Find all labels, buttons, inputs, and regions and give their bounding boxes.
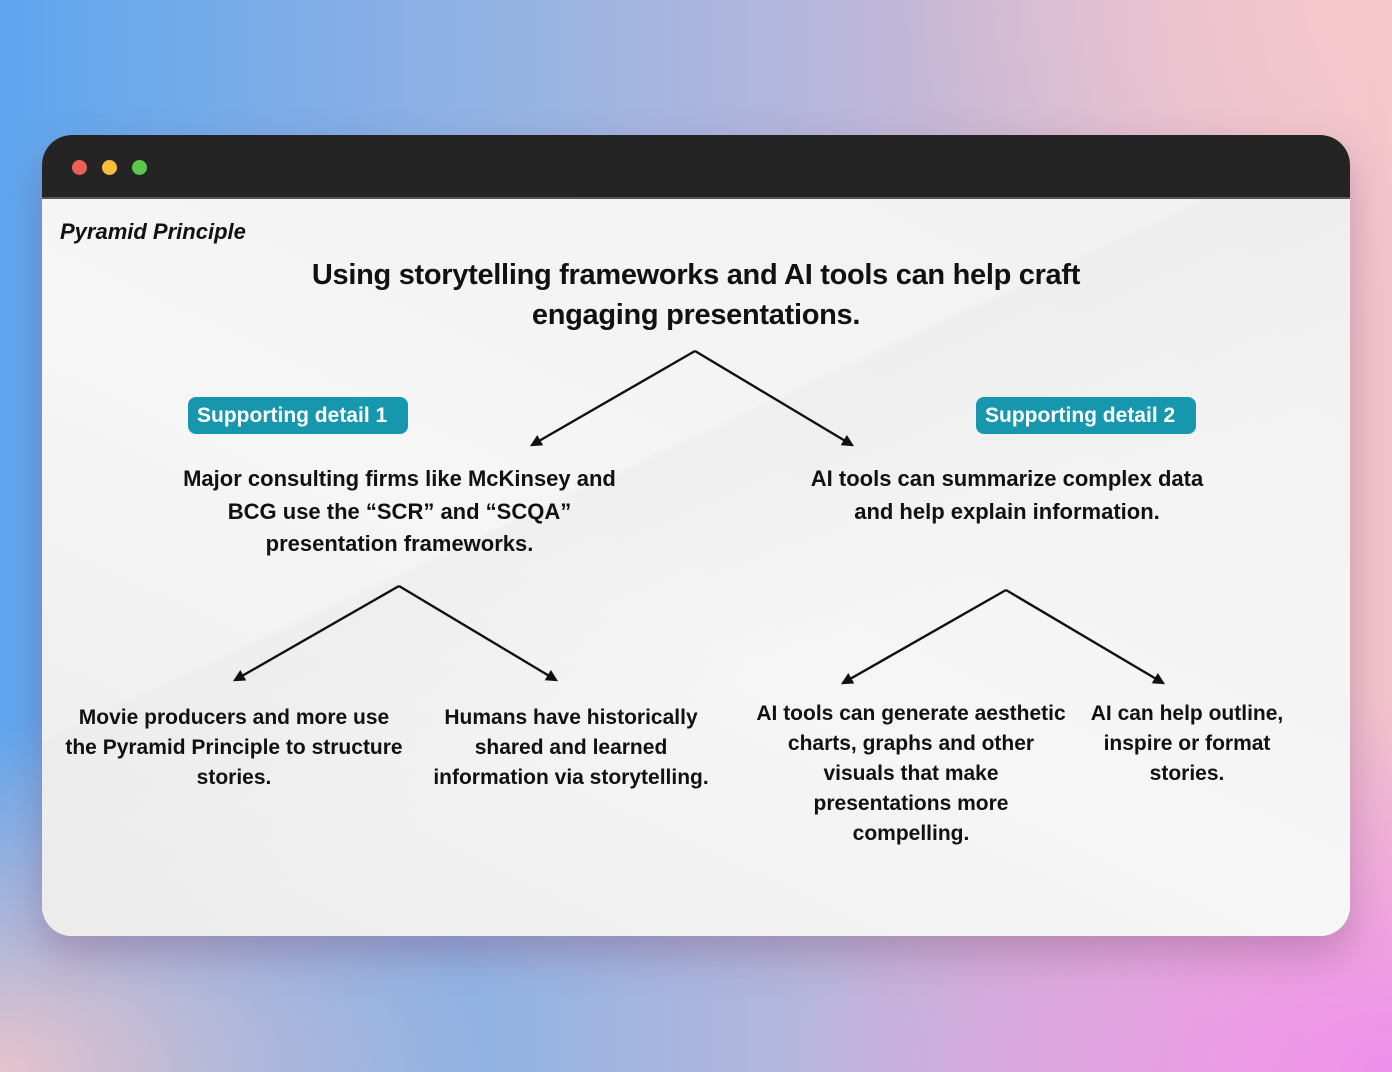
arrow-to-detail-2	[694, 349, 855, 447]
arrow-to-leaf-4	[1005, 588, 1166, 685]
arrow-to-leaf-2	[398, 584, 559, 682]
close-window-button[interactable]	[72, 160, 87, 175]
maximize-window-button[interactable]	[132, 160, 147, 175]
slide-canvas: Pyramid Principle Using storytelling fra…	[42, 199, 1350, 936]
supporting-detail-2-text: AI tools can summarize complex data and …	[810, 466, 1204, 524]
arrow-to-leaf-3	[840, 588, 1007, 685]
detail-1-leaf-1: Movie producers and more use the Pyramid…	[65, 706, 403, 789]
window-titlebar	[42, 135, 1350, 199]
detail-2-leaf-1: AI tools can generate aesthetic charts, …	[756, 702, 1066, 845]
detail-2-leaf-2: AI can help outline, inspire or format s…	[1090, 702, 1284, 785]
pyramid-connector-arrows	[232, 349, 1166, 685]
supporting-detail-1-text: Major consulting firms like McKinsey and…	[183, 466, 616, 556]
arrow-to-detail-1	[529, 349, 696, 447]
supporting-detail-2-tag: Supporting detail 2	[976, 397, 1196, 434]
slide-label: Pyramid Principle	[60, 219, 246, 244]
minimize-window-button[interactable]	[102, 160, 117, 175]
supporting-detail-1-tag: Supporting detail 1	[188, 397, 408, 434]
arrow-to-leaf-1	[232, 584, 400, 682]
main-idea-title: Using storytelling frameworks and AI too…	[311, 259, 1081, 331]
app-window: Pyramid Principle Using storytelling fra…	[42, 135, 1350, 936]
detail-1-leaf-2: Humans have historically shared and lear…	[433, 706, 709, 789]
